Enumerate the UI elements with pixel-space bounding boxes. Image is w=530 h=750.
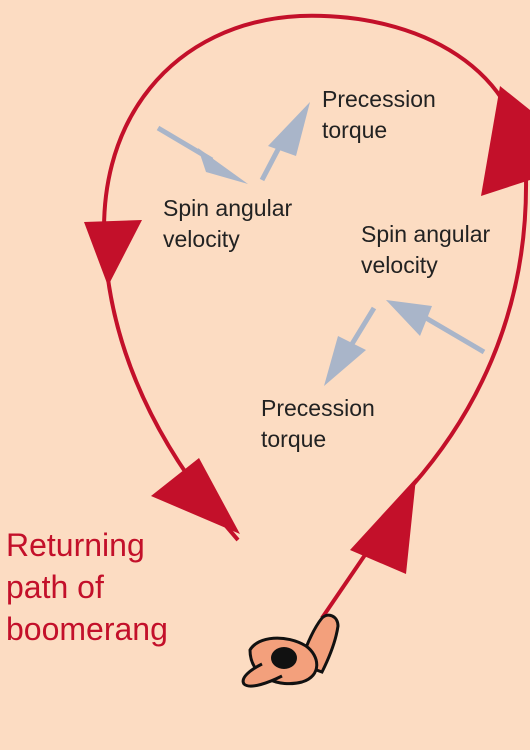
caption-line: path of — [6, 569, 104, 605]
caption-line: boomerang — [6, 611, 168, 647]
label-line: velocity — [361, 252, 438, 278]
spin-arrow-right-shaft — [424, 315, 486, 355]
path-loop-curve — [102, 13, 529, 542]
label-line: velocity — [163, 226, 240, 252]
path-arrowhead-end — [151, 458, 240, 534]
label-line: torque — [261, 426, 327, 452]
path-arrowhead-start — [350, 478, 416, 574]
returning-path-caption: Returning path of boomerang — [6, 524, 168, 650]
spin-arrow-top-head — [198, 148, 248, 184]
spin-angular-velocity-label-top: Spin angular velocity — [163, 193, 292, 255]
precession-torque-label-top: Precession torque — [322, 84, 436, 146]
precession-arrow-top-head — [268, 102, 310, 156]
path-arrowhead-right-top — [481, 86, 530, 196]
hand-thumb — [241, 662, 283, 688]
precession-arrow-bottom-head — [324, 336, 366, 386]
label-line: torque — [322, 117, 388, 143]
spin-angular-velocity-label-right: Spin angular velocity — [361, 219, 490, 281]
caption-line: Returning — [6, 527, 145, 563]
precession-arrow-bottom-shaft — [349, 306, 377, 346]
hand-fist — [271, 647, 297, 669]
precession-torque-label-bottom: Precession torque — [261, 393, 375, 455]
throwing-hand-icon — [241, 613, 340, 688]
boomerang-path — [84, 13, 530, 620]
vector-arrows-bottom — [324, 300, 486, 386]
spin-arrow-right-head — [386, 300, 432, 336]
label-line: Spin angular — [361, 221, 491, 247]
label-line: Precession — [261, 395, 375, 421]
path-arrowhead-left — [84, 220, 142, 286]
label-line: Precession — [322, 86, 436, 112]
vector-arrows-top — [156, 102, 310, 184]
label-line: Spin angular — [163, 195, 293, 221]
